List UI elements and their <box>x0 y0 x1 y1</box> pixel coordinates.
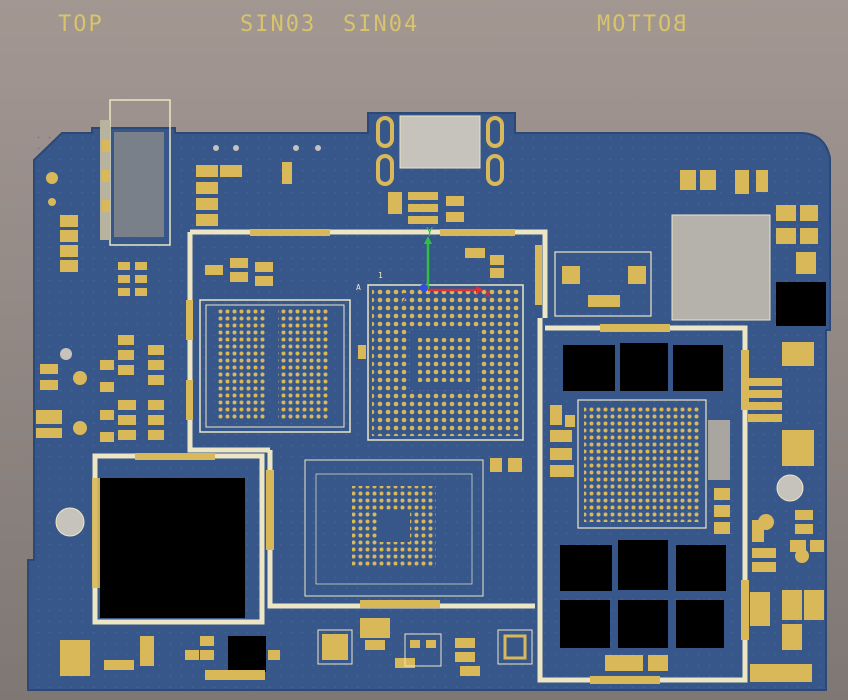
shield-fence-pads <box>135 229 749 684</box>
mounting-holes <box>46 145 809 563</box>
soc-bga-footprint[interactable]: 1 A <box>356 271 524 441</box>
headphone-jack[interactable] <box>100 99 171 246</box>
layer-label-sino3[interactable]: SIN03 <box>240 12 317 37</box>
axis-x-label: X <box>484 287 492 301</box>
axes-gizmo: Y Z X <box>402 225 492 305</box>
pmic-bga-footprint[interactable] <box>304 459 484 597</box>
footprint-ref: A <box>356 283 361 292</box>
layer-label-sino4[interactable]: SIN04 <box>343 12 420 37</box>
memory-chip-footprint[interactable] <box>199 299 351 433</box>
passive-components <box>36 162 824 682</box>
layer-label-top[interactable]: TOP <box>58 12 104 37</box>
sim-card-slot[interactable] <box>671 214 771 321</box>
usb-connector[interactable] <box>376 115 504 186</box>
wifi-module[interactable] <box>92 478 245 618</box>
flex-connector[interactable] <box>554 251 652 317</box>
qfn-chip-bottom[interactable] <box>317 629 533 667</box>
axis-z-label: Z <box>402 291 409 305</box>
axis-z-origin <box>420 284 428 292</box>
axis-y-label: Y <box>426 225 434 239</box>
rf-bga-footprint[interactable] <box>577 399 730 529</box>
power-inductors[interactable] <box>228 282 826 672</box>
pin1-marker: 1 <box>378 271 383 280</box>
